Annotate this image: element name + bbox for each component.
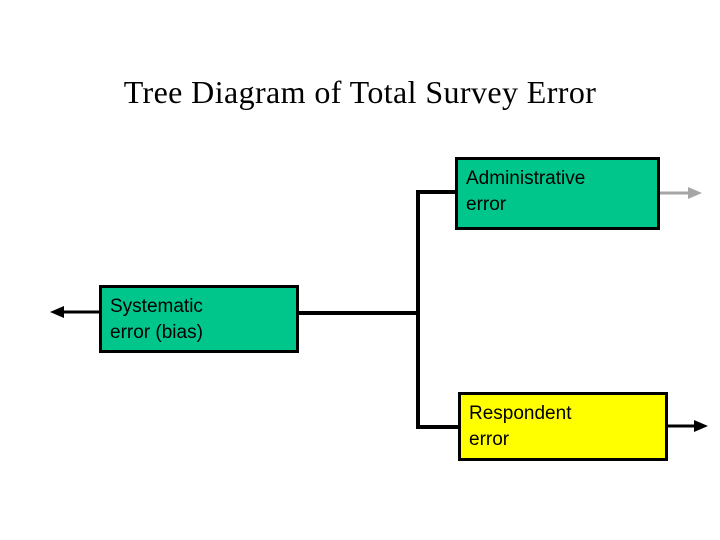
node-systematic-error-label-line2: error (bias)	[110, 322, 203, 343]
arrow-right-icon-administrative	[660, 187, 702, 199]
arrow-right-icon-respondent	[666, 420, 708, 432]
node-respondent-error[interactable]: Respondent error	[458, 392, 668, 461]
node-respondent-error-label-line1: Respondent	[469, 403, 572, 424]
connector-trunk-vertical	[416, 190, 420, 429]
connector-systematic-to-trunk	[296, 311, 420, 315]
arrow-left-icon-systematic	[50, 306, 102, 318]
connector-trunk-to-administrative	[416, 190, 458, 194]
node-systematic-error-label-line1: Systematic	[110, 296, 203, 317]
node-respondent-error-label-line2: error	[469, 429, 510, 450]
page-title: Tree Diagram of Total Survey Error	[123, 74, 597, 110]
node-administrative-error[interactable]: Administrative error	[455, 157, 660, 230]
node-systematic-error[interactable]: Systematic error (bias)	[99, 285, 299, 353]
node-administrative-error-label-line1: Administrative	[466, 168, 586, 189]
connector-trunk-to-respondent	[416, 425, 461, 429]
node-administrative-error-label-line2: error	[466, 194, 507, 215]
